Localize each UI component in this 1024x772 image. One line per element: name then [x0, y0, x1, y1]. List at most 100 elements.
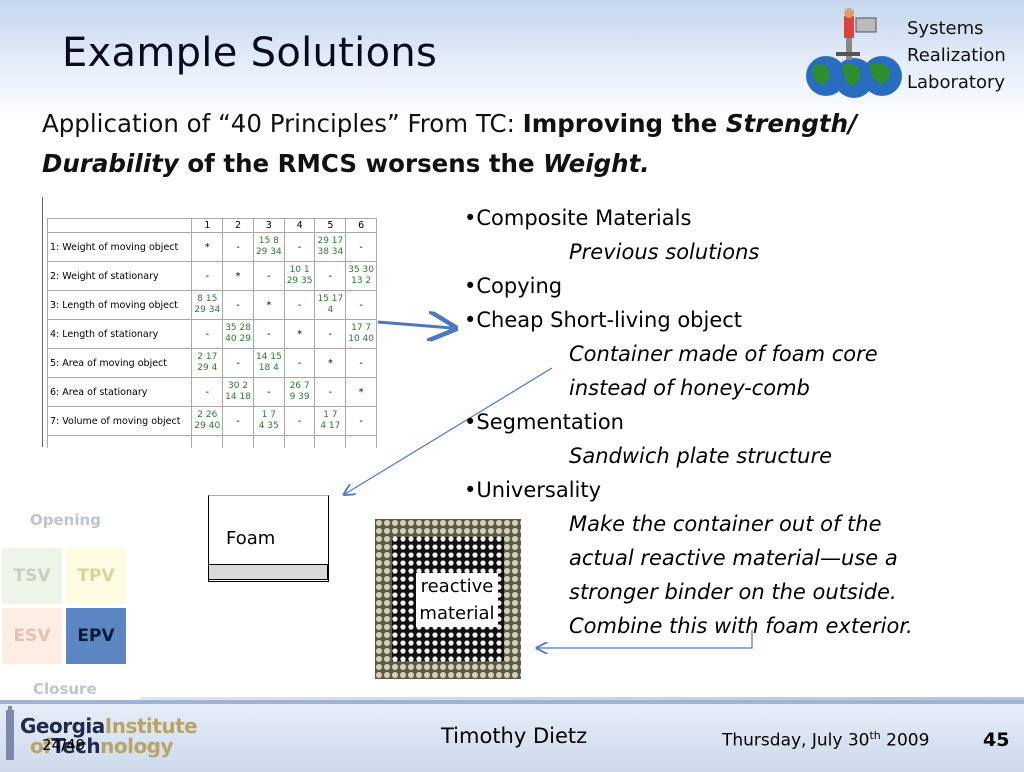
matrix-cell: 1 7 4 17	[314, 406, 347, 436]
solution-bullet: •Segmentation	[464, 410, 624, 434]
georgia-tech-logo: GeorgiaInstitute ofTechnology	[2, 706, 212, 762]
phase-epv: EPV	[66, 608, 126, 664]
solution-detail: Combine this with foam exterior.	[569, 614, 913, 638]
matrix-cell: -	[345, 290, 377, 320]
solution-detail: actual reactive material—use a	[569, 546, 898, 570]
phase-opening-label: Opening	[30, 511, 101, 529]
gt-logo-of: of	[30, 734, 52, 758]
foam-label: Foam	[226, 528, 276, 549]
footer-date: Thursday, July 30th 2009	[722, 729, 929, 751]
matrix-column-header: 6	[345, 218, 377, 233]
srl-logo-icon	[806, 8, 902, 98]
matrix-row: 4: Length of stationary-35 28 40 29-*-17…	[46, 319, 377, 349]
tower-icon	[6, 706, 14, 760]
matrix-cell: 26 7 9 39	[283, 377, 316, 407]
matrix-cell: *	[252, 290, 285, 320]
matrix-cell: 15 17 4	[314, 290, 347, 320]
matrix-cell: *	[345, 377, 377, 407]
solution-bullet: •Composite Materials	[464, 206, 692, 230]
subtitle-strength: Strength/	[725, 109, 858, 138]
solution-bullet: •Universality	[464, 478, 602, 502]
matrix-column-header: 5	[314, 218, 347, 233]
solution-detail: instead of honey-comb	[569, 376, 810, 400]
matrix-column-header: 1	[191, 218, 224, 233]
matrix-cell: -	[222, 232, 254, 262]
matrix-cell: 35 28 40 29	[222, 319, 254, 349]
matrix-column-header: 4	[283, 218, 316, 233]
gt-logo-georgia: Georgia	[20, 714, 105, 738]
matrix-cell: 15 8 29 34	[252, 232, 285, 262]
matrix-column-header: 2	[222, 218, 254, 233]
matrix-cell: 17 7 10 40	[345, 319, 377, 349]
slide-footer	[0, 700, 1024, 772]
phase-esv: ESV	[2, 608, 62, 664]
matrix-cell: -	[345, 406, 377, 436]
gt-logo-tech: Tech	[51, 734, 101, 758]
slide-id: 24/49	[42, 736, 86, 754]
matrix-cell	[283, 435, 316, 448]
matrix-cell: *	[314, 348, 347, 378]
matrix-cell: -	[314, 377, 347, 407]
footer-author: Timothy Dietz	[441, 724, 588, 748]
matrix-cell: -	[252, 261, 285, 291]
footer-date-sup: th	[869, 729, 881, 742]
subtitle-durability: Durability	[42, 149, 179, 178]
matrix-cell: 35 30 13 2	[345, 261, 377, 291]
matrix-row-label: 5: Area of moving object	[46, 348, 193, 378]
subtitle-bold: Improving the	[522, 109, 726, 138]
matrix-cell: -	[314, 319, 347, 349]
matrix-to-solutions-arrow	[377, 322, 452, 328]
solution-detail: Make the container out of the	[569, 512, 882, 536]
matrix-cell: 8 15 29 34	[191, 290, 224, 320]
matrix-row-label: 3: Length of moving object	[46, 290, 193, 320]
matrix-row-label: 7: Volume of moving object	[46, 406, 193, 436]
matrix-cell: 10 1 29 35	[283, 261, 316, 291]
matrix-cell: -	[283, 290, 316, 320]
matrix-cell: -	[222, 290, 254, 320]
matrix-cell: -	[345, 232, 377, 262]
matrix-row: 6: Area of stationary-30 2 14 18-26 7 9 …	[46, 377, 377, 407]
gt-logo-institute: Institute	[104, 714, 198, 738]
matrix-cell: *	[283, 319, 316, 349]
matrix-cell	[191, 435, 224, 448]
solution-detail: stronger binder on the outside.	[569, 580, 897, 604]
matrix-row	[46, 435, 377, 448]
matrix-column-header: 3	[252, 218, 285, 233]
footer-date-suffix: 2009	[880, 730, 930, 751]
lab-name: Systems Realization Laboratory	[907, 15, 1006, 96]
matrix-cell: 2 17 29 4	[191, 348, 224, 378]
lab-name-line: Realization	[907, 45, 1006, 66]
matrix-cell: -	[283, 406, 316, 436]
matrix-cell: *	[191, 232, 224, 262]
matrix-cell: -	[283, 348, 316, 378]
matrix-cell: -	[222, 348, 254, 378]
slide-subtitle: Application of “40 Principles” From TC: …	[42, 104, 1002, 184]
matrix-cell: 30 2 14 18	[222, 377, 254, 407]
reactive-material-label: reactive material	[416, 573, 498, 627]
matrix-cell: 1 7 4 35	[252, 406, 285, 436]
matrix-row-label: 2: Weight of stationary	[46, 261, 193, 291]
solution-bullet: •Copying	[464, 274, 563, 298]
subtitle-bold: of the RMCS worsens the	[178, 149, 544, 178]
gt-logo-nology: nology	[100, 734, 174, 758]
subtitle-weight: Weight.	[543, 149, 650, 178]
matrix-cell: 29 17 38 34	[314, 232, 347, 262]
solution-bullet: •Cheap Short-living object	[464, 308, 743, 332]
matrix-cell	[222, 435, 254, 448]
matrix-cell	[252, 435, 285, 448]
footer-date-prefix: Thursday, July 30	[722, 730, 870, 751]
phase-tpv: TPV	[66, 548, 126, 604]
matrix-cell: 14 15 18 4	[252, 348, 285, 378]
table-edge-line	[42, 197, 43, 447]
matrix-cell: -	[191, 319, 224, 349]
solution-detail: Container made of foam core	[569, 342, 878, 366]
reactive-label-line: material	[419, 603, 495, 624]
matrix-cell	[345, 435, 377, 448]
lab-name-line: Laboratory	[907, 72, 1006, 93]
matrix-cell: -	[191, 377, 224, 407]
